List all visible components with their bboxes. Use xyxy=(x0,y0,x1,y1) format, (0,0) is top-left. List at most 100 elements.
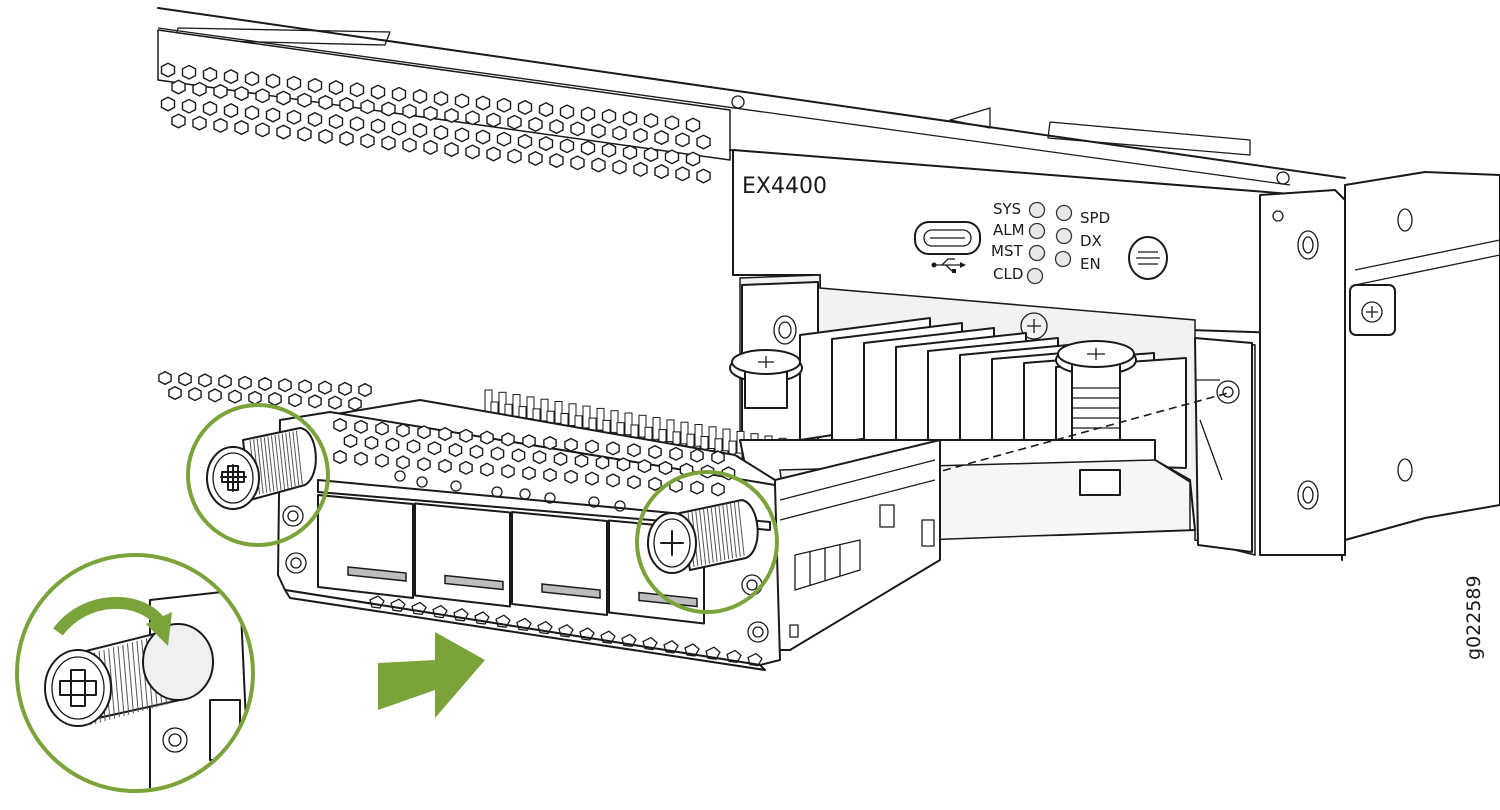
perforation-hex xyxy=(606,473,620,488)
perforation-hex xyxy=(465,110,480,126)
perforation-hex xyxy=(507,114,522,130)
chassis-right-side xyxy=(1344,171,1500,546)
perforation-hex xyxy=(168,385,182,401)
model-label: EX4400 xyxy=(742,174,827,199)
perforation-hex xyxy=(444,108,459,124)
faceplate-mounting-holes xyxy=(282,505,769,643)
knurl-line xyxy=(136,640,144,711)
perforation-hex xyxy=(480,462,494,477)
knurl-line xyxy=(726,503,734,559)
perforation-hex xyxy=(417,425,431,440)
perforation-hex xyxy=(255,88,270,104)
perforation-hex xyxy=(690,448,704,463)
perforation-hex xyxy=(538,102,554,118)
perforation-hex xyxy=(375,453,389,468)
chassis-top xyxy=(157,0,1500,186)
perforation-hex xyxy=(354,451,368,466)
perforation-hex xyxy=(358,382,372,398)
perforation-hex xyxy=(627,443,641,458)
knurl-line xyxy=(718,505,726,561)
led-alm-indicator xyxy=(1028,222,1046,240)
knurl-line xyxy=(122,644,130,715)
bottom-slot xyxy=(663,640,679,654)
usb-icon xyxy=(931,258,966,273)
perforation-hex xyxy=(412,88,428,104)
knurl-line xyxy=(710,506,718,562)
perforation-hex xyxy=(298,379,312,394)
knurl-line xyxy=(278,434,286,490)
perforation-hex xyxy=(348,396,362,411)
perforation-hex xyxy=(349,116,365,132)
perforation-hex xyxy=(192,115,207,131)
knurl-line xyxy=(729,502,737,558)
led-label-spd: SPD xyxy=(1080,209,1110,227)
perforation-hex xyxy=(528,150,543,166)
bottom-slot xyxy=(411,601,427,616)
perforation-hex xyxy=(627,475,641,490)
perforation-hex xyxy=(685,151,701,167)
perforation-hex xyxy=(370,84,386,100)
perforation-hex xyxy=(328,80,344,96)
sfp-latch xyxy=(347,566,407,582)
perforation-hex xyxy=(297,92,312,108)
knurl-line xyxy=(256,438,264,494)
perforation-hex xyxy=(396,455,410,470)
rotate-arrowhead xyxy=(146,612,172,646)
insert-direction-arrow xyxy=(378,632,485,718)
perforation-hex xyxy=(360,133,375,149)
perforation-hex xyxy=(370,118,386,134)
perforation-hex xyxy=(276,124,291,140)
knurl-line xyxy=(112,647,120,718)
perforation-hex xyxy=(328,395,342,410)
perforation-hex xyxy=(448,442,463,458)
perforation-hex xyxy=(202,100,218,116)
perforation-hex xyxy=(580,106,596,122)
led-mst-indicator xyxy=(1028,244,1046,262)
perforation-hex xyxy=(591,157,606,173)
perforation-hex xyxy=(354,419,368,434)
led-label-mst: MST xyxy=(991,242,1023,260)
perforation-hex xyxy=(511,448,526,463)
bottom-slot xyxy=(600,630,616,644)
perforation-hex xyxy=(360,99,375,115)
perforation-hex xyxy=(244,71,260,87)
bottom-slot xyxy=(747,652,763,667)
bottom-slot xyxy=(705,646,721,660)
perforation-hex xyxy=(501,464,515,479)
perforation-hex xyxy=(664,149,680,165)
faceplate-bottom-slots xyxy=(369,595,763,667)
perforation-hex xyxy=(375,421,389,436)
figure-id-label: g022589 xyxy=(1463,575,1485,660)
perforation-hex xyxy=(286,109,302,125)
perforation-hex xyxy=(696,134,711,150)
perforation-hex xyxy=(553,451,568,467)
perforation-hex xyxy=(248,390,262,405)
perforation-hex xyxy=(213,117,228,133)
perforation-hex xyxy=(297,126,312,142)
perforation-hex xyxy=(601,142,617,158)
perforation-hex xyxy=(528,116,543,132)
perforation-hex xyxy=(444,142,459,158)
perforation-hex xyxy=(223,69,239,85)
callout-circle-inset xyxy=(15,553,255,793)
perforation-hex xyxy=(480,430,494,445)
perforation-hex xyxy=(612,159,627,175)
led-group-left: SYS ALM MST CLD xyxy=(991,200,1046,285)
perforation-hex xyxy=(188,387,202,402)
perforation-pattern-top xyxy=(160,62,711,184)
perforation-hex xyxy=(433,125,449,141)
perforation-hex xyxy=(417,457,431,472)
rotate-clockwise-arrow xyxy=(53,597,165,636)
led-label-alm: ALM xyxy=(993,221,1025,239)
knurl-line xyxy=(722,504,730,560)
perforation-hex xyxy=(213,83,228,99)
perforation-hex xyxy=(664,115,680,131)
knurl-line xyxy=(131,642,139,713)
perforation-hex xyxy=(549,119,564,135)
perforation-hex xyxy=(591,123,606,139)
perforation-hex xyxy=(339,131,354,147)
perforation-hex xyxy=(654,130,669,146)
led-cld-indicator xyxy=(1026,267,1044,285)
faceplate-led-holes xyxy=(394,470,626,512)
led-sys-indicator xyxy=(1028,201,1046,219)
